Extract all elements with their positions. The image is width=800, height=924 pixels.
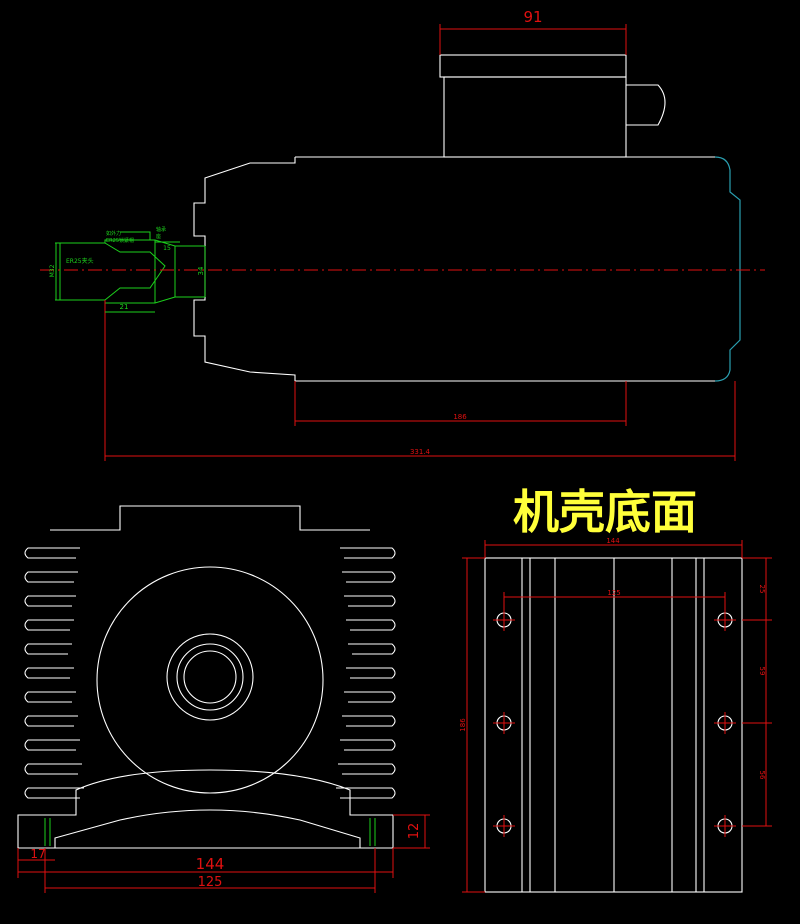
- dim-neck-width-label: 15: [163, 245, 171, 252]
- bottom-pitch-2-label: 56: [758, 771, 766, 780]
- mount-hole: [493, 712, 515, 734]
- note-1: 如外力: [106, 230, 121, 237]
- dim-top-width-label: 91: [523, 8, 542, 26]
- front-foot-height-label: 12: [407, 823, 422, 840]
- foot-markers: [44, 818, 376, 846]
- cooling-fin: [24, 739, 80, 751]
- bearing-circle: [166, 633, 254, 721]
- bottom-dimensions: [462, 540, 772, 893]
- note-2: ER25锁紧帽: [106, 237, 134, 244]
- front-width-label: 144: [196, 855, 225, 873]
- dim-body-length-label: 186: [453, 413, 467, 421]
- base-outline: [17, 769, 394, 849]
- front-view: 144 125 17 12: [17, 505, 430, 893]
- end-cap: [714, 156, 741, 382]
- cooling-fin: [338, 763, 396, 775]
- front-dimensions: [17, 814, 430, 893]
- fins-right: [336, 547, 396, 799]
- dimension-top-width: [439, 24, 627, 55]
- view-title: 机壳底面: [513, 485, 697, 539]
- dim-overall-length-label: 331.4: [410, 448, 431, 456]
- cooling-fin: [24, 667, 74, 679]
- shaft-bore-inner: [183, 650, 237, 704]
- cooling-fin: [24, 643, 72, 655]
- bottom-length-label: 186: [459, 718, 467, 732]
- cooling-fin: [348, 643, 396, 655]
- dimension-overall-length: [104, 300, 736, 461]
- cooling-fin: [24, 571, 78, 583]
- collet-assembly: [55, 231, 205, 304]
- base-plate-ribs: [521, 558, 705, 892]
- cooling-fin: [346, 667, 396, 679]
- cooling-fin: [336, 787, 396, 799]
- junction-box: [439, 54, 666, 158]
- bottom-hole-spacing-label: 125: [607, 589, 620, 597]
- cooling-fin: [24, 763, 82, 775]
- bottom-width-label: 144: [606, 537, 620, 545]
- dim-collet-diameter-label: M32: [49, 264, 56, 277]
- cooling-fin: [24, 715, 78, 727]
- housing-outline: [50, 505, 370, 531]
- cooling-fin: [340, 547, 396, 559]
- dim-neck-height-label: 34: [197, 266, 205, 275]
- bottom-view: 机壳底面 144 125: [459, 485, 772, 893]
- cooling-fin: [24, 547, 80, 559]
- front-foot-width-label: 17: [30, 847, 45, 861]
- bottom-pitch-1-label: 59: [758, 667, 766, 676]
- dim-collet-length-label: 21: [120, 303, 129, 311]
- fins-left: [24, 547, 84, 799]
- cooling-fin: [24, 691, 76, 703]
- mount-hole: [714, 712, 736, 734]
- cooling-fin: [24, 619, 74, 631]
- dimension-body-length: [294, 381, 627, 426]
- cooling-fin: [346, 619, 396, 631]
- front-hole-spacing-label: 125: [198, 875, 223, 890]
- dimension-collet-small: [55, 241, 206, 313]
- motor-body: [193, 156, 741, 382]
- collet-label: ER25夹头: [66, 257, 94, 265]
- end-circle-outer: [96, 566, 324, 794]
- shaft-bore-outer: [176, 643, 244, 711]
- mount-hole: [493, 815, 515, 837]
- cooling-fin: [340, 739, 396, 751]
- cooling-fin: [344, 595, 396, 607]
- cooling-fin: [344, 691, 396, 703]
- cooling-fin: [342, 571, 396, 583]
- cooling-fin: [24, 787, 84, 799]
- mount-hole: [714, 815, 736, 837]
- note-3: 轴承: [156, 226, 166, 233]
- cooling-fin: [342, 715, 396, 727]
- note-4: 座: [156, 233, 161, 240]
- cooling-fin: [24, 595, 76, 607]
- bottom-top-offset-label: 25: [758, 585, 766, 594]
- side-view: 91 186 331.4 21 15 34 M32 ER25夹头 如外力 ER2…: [40, 8, 765, 461]
